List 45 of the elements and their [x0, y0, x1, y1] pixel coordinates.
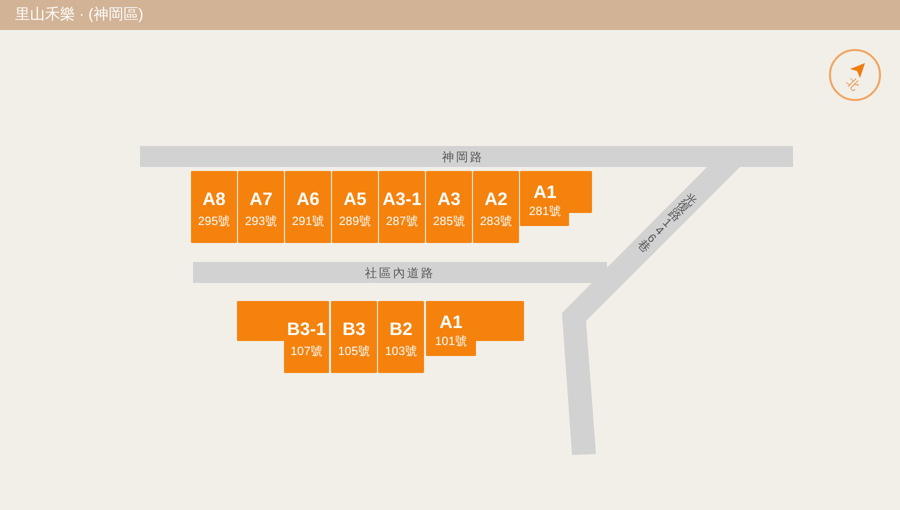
- lot-code: B3: [342, 320, 366, 338]
- house-number: 103號: [384, 345, 418, 357]
- lot-code: A5: [344, 190, 366, 208]
- house-number: 281號: [528, 205, 562, 217]
- house-number: 295號: [198, 215, 230, 227]
- lot-code: B2: [390, 320, 412, 338]
- road: [193, 262, 607, 283]
- building-lot: [192, 172, 236, 242]
- building-lot: [332, 302, 376, 372]
- compass: [829, 49, 881, 101]
- lot-code: A2: [484, 190, 508, 208]
- lot-code: A3: [438, 190, 460, 208]
- house-number: 289號: [338, 215, 372, 227]
- building-lot: [239, 172, 283, 242]
- house-number: 285號: [432, 215, 466, 227]
- road-name: 神岡路: [442, 151, 484, 163]
- house-number: 287號: [386, 215, 418, 227]
- road: [140, 146, 793, 167]
- lot-code: A1: [534, 183, 556, 201]
- house-number: 101號: [434, 335, 468, 347]
- north-label: 北: [844, 76, 862, 92]
- lot-code: A7: [250, 190, 272, 208]
- building-lot: [521, 172, 591, 225]
- building-lot: [286, 172, 330, 242]
- lot-code: A1: [440, 313, 462, 331]
- house-number: 107號: [290, 345, 323, 357]
- building-lot: [238, 302, 328, 372]
- house-number: 283號: [480, 215, 512, 227]
- road-name: 社區內道路: [365, 267, 435, 279]
- lot-code: B3-1: [287, 320, 326, 338]
- building-lot: [333, 172, 377, 242]
- title: 里山禾樂 · (神岡區): [15, 6, 144, 24]
- house-number: 293號: [244, 215, 278, 227]
- building-lot: [427, 172, 471, 242]
- house-number: 105號: [338, 345, 370, 357]
- building-lot: [474, 172, 518, 242]
- building-lot: [379, 302, 423, 372]
- house-number: 291號: [292, 215, 324, 227]
- road-name: 光復路146巷: [636, 192, 698, 254]
- lot-code: A6: [296, 190, 320, 208]
- building-lot: [427, 302, 523, 355]
- lot-code: A3-1: [382, 190, 422, 208]
- building-lot: [380, 172, 424, 242]
- road: [560, 167, 742, 456]
- lot-code: A8: [202, 190, 226, 208]
